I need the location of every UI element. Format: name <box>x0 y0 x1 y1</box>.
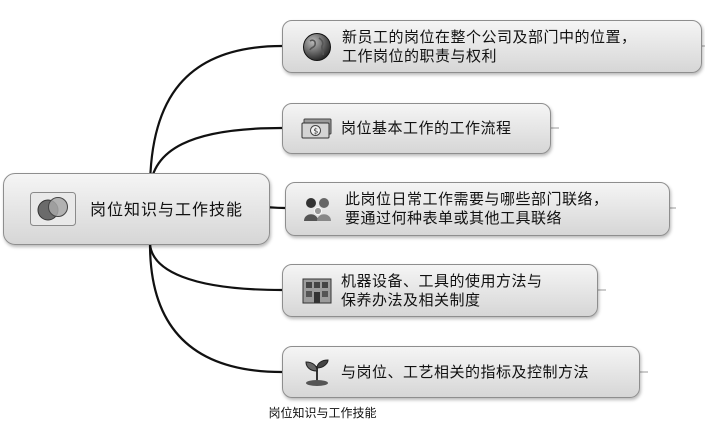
figure-caption: 岗位知识与工作技能 <box>268 406 377 420</box>
globe-icon <box>302 32 332 62</box>
branch-node-1[interactable]: 新员工的岗位在整个公司及部门中的位置， 工作岗位的职责与权利 <box>282 20 702 73</box>
svg-text:$: $ <box>313 126 318 135</box>
branch-label-3: 此岗位日常工作需要与哪些部门联络， 要通过何种表单或其他工具联络 <box>345 190 609 227</box>
branch-node-4[interactable]: 机器设备、工具的使用方法与 保养办法及相关制度 <box>282 264 598 317</box>
building-icon <box>302 278 332 304</box>
connector-1 <box>148 44 284 192</box>
branch-label-5: 与岗位、工艺相关的指标及控制方法 <box>341 362 590 381</box>
branch-node-2[interactable]: $ 岗位基本工作的工作流程 <box>282 103 551 154</box>
branch-label-1: 新员工的岗位在整个公司及部门中的位置， 工作岗位的职责与权利 <box>342 27 637 65</box>
venn-circles-icon <box>30 192 76 226</box>
connector-4 <box>148 242 284 292</box>
branch-label-4: 机器设备、工具的使用方法与 保养办法及相关制度 <box>341 271 543 309</box>
branch-node-3[interactable]: 此岗位日常工作需要与哪些部门联络， 要通过何种表单或其他工具联络 <box>285 182 670 236</box>
root-node[interactable]: 岗位知识与工作技能 <box>3 173 270 245</box>
branch-node-5[interactable]: 与岗位、工艺相关的指标及控制方法 <box>282 346 640 398</box>
root-label: 岗位知识与工作技能 <box>90 199 244 219</box>
connector-5 <box>148 242 284 374</box>
seedling-icon <box>302 357 332 387</box>
money-icon: $ <box>301 118 333 140</box>
people-icon <box>303 195 333 223</box>
branch-label-2: 岗位基本工作的工作流程 <box>341 119 512 137</box>
